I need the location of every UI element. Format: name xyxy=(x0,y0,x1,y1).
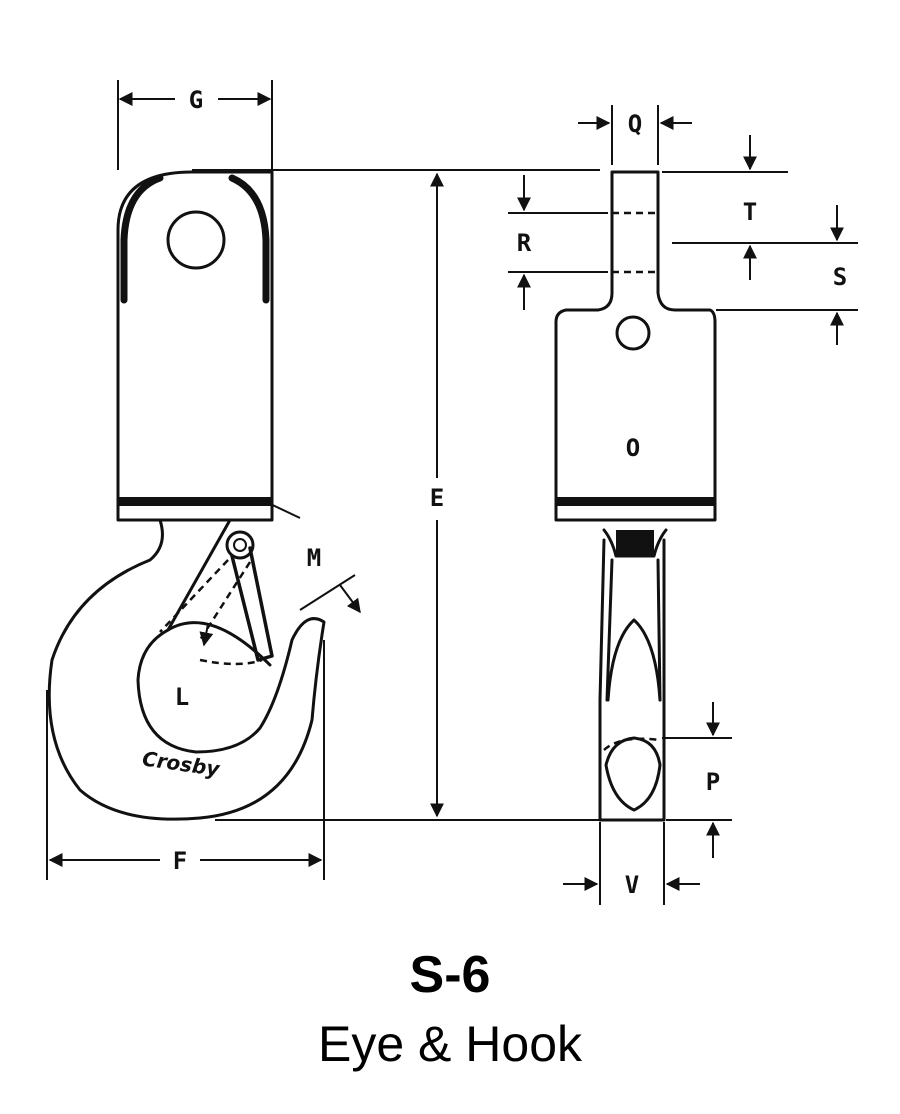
dim-label-o: O xyxy=(626,434,640,462)
side-hook-tip xyxy=(604,736,662,812)
front-eye-strap-right xyxy=(228,174,270,304)
product-description: Eye & Hook xyxy=(317,1016,582,1072)
side-hook-inner xyxy=(605,558,662,702)
dim-label-g: G xyxy=(189,86,203,114)
front-body-band xyxy=(118,497,272,506)
side-dimensions: Q T R S P V xyxy=(508,105,858,905)
dim-label-e: E xyxy=(430,484,444,512)
side-hook-bill xyxy=(606,618,662,702)
side-pin-hole xyxy=(615,315,651,351)
side-shank-fill xyxy=(616,530,654,556)
side-view: O xyxy=(554,170,717,822)
dim-label-r: R xyxy=(517,229,532,257)
front-body xyxy=(116,298,274,522)
dim-label-m: M xyxy=(307,544,321,572)
front-dimensions: G E F M L xyxy=(46,80,600,880)
front-eye-hole xyxy=(166,210,226,270)
side-body-band xyxy=(556,497,715,506)
dim-label-p: P xyxy=(706,768,720,796)
dim-label-t: T xyxy=(743,198,757,226)
latch-pivot xyxy=(225,530,255,560)
dim-label-s: S xyxy=(833,263,847,291)
side-eye-tongue xyxy=(554,170,717,522)
dim-label-l: L xyxy=(175,683,189,711)
dim-label-v: V xyxy=(625,871,639,899)
hook-outline xyxy=(47,518,326,821)
dim-label-f: F xyxy=(173,847,187,875)
dim-label-q: Q xyxy=(628,110,642,138)
front-eye-outline xyxy=(116,170,274,312)
side-hook-outer xyxy=(598,538,666,822)
model-number: S-6 xyxy=(409,946,491,1004)
side-eye-dashes xyxy=(612,211,658,274)
front-view: Crosby xyxy=(47,170,326,821)
front-eye-strap-left xyxy=(120,174,164,304)
side-hook-tip-dashed xyxy=(603,737,661,751)
latch-pivot-inner xyxy=(233,538,247,552)
hook-latch xyxy=(230,546,274,662)
